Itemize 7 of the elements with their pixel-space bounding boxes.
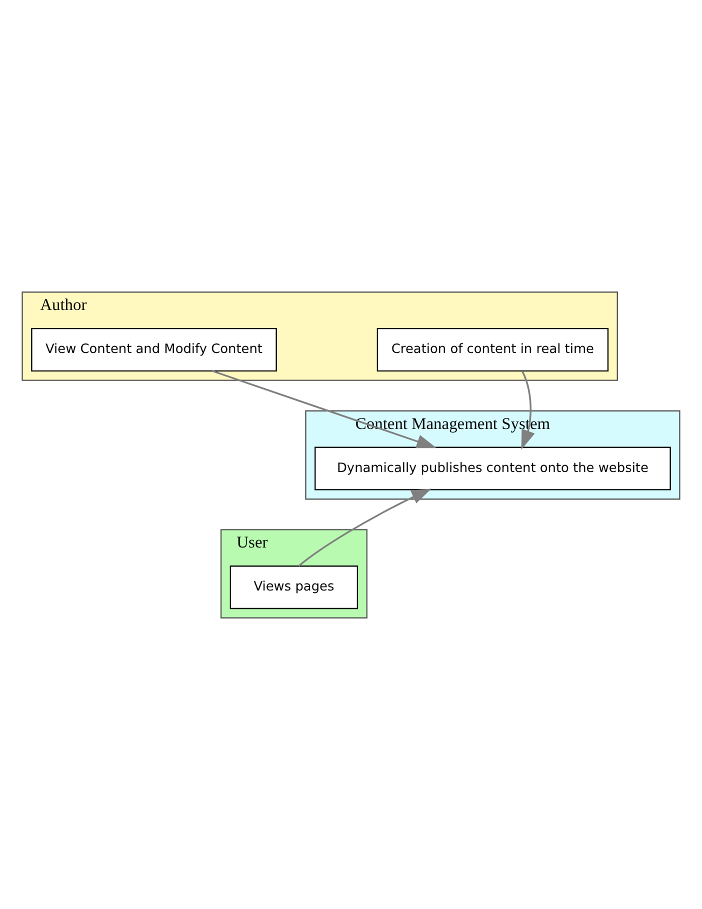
node-box: Creation of content in real time [376,327,609,371]
arrow [212,370,437,448]
arrow [521,370,535,450]
node-box: View Content and Modify Content [31,327,277,371]
arrow [298,488,432,566]
node-box: Dynamically publishes content onto the website [314,446,671,490]
node-box: Views pages [230,565,358,609]
